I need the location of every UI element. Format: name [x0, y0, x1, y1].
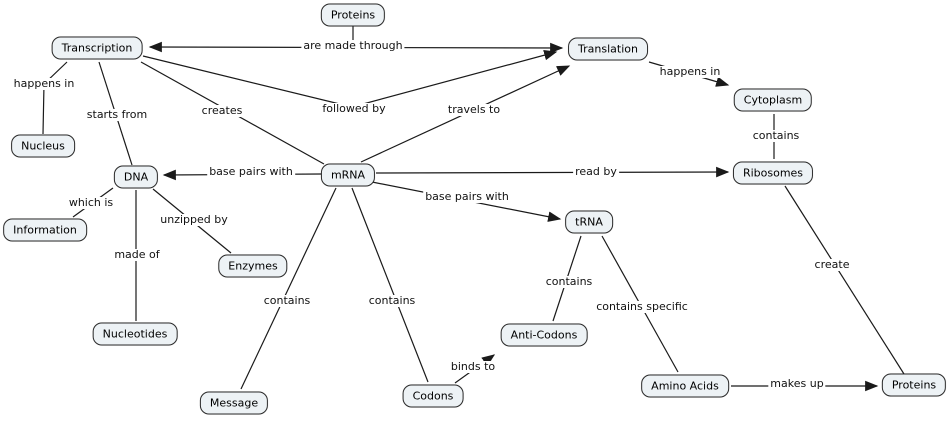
concept-information[interactable]: Information [3, 218, 87, 242]
concept-nucleotides[interactable]: Nucleotides [92, 322, 178, 346]
linking-phrase-happens-in-nucleus[interactable]: happens in [11, 77, 77, 90]
linking-phrase-starts-from[interactable]: starts from [84, 108, 150, 121]
linking-phrase-followed-by[interactable]: followed by [320, 102, 388, 115]
linking-phrase-create[interactable]: create [812, 258, 852, 271]
linking-phrase-read-by[interactable]: read by [573, 165, 619, 178]
linking-phrase-contains-ribosomes[interactable]: contains [750, 129, 802, 142]
concept-dna[interactable]: DNA [113, 165, 159, 189]
linking-phrase-travels-to[interactable]: travels to [445, 103, 503, 116]
concept-cytoplasm[interactable]: Cytoplasm [733, 88, 813, 112]
linking-phrase-makes-up[interactable]: makes up [768, 377, 826, 390]
concept-ribosomes[interactable]: Ribosomes [732, 161, 814, 185]
linking-phrase-contains-codons[interactable]: contains [366, 294, 418, 307]
concept-proteins-top[interactable]: Proteins [320, 3, 386, 27]
linking-phrase-base-pairs-with-trna[interactable]: base pairs with [423, 190, 511, 203]
linking-phrase-contains-message[interactable]: contains [261, 294, 313, 307]
concept-codons[interactable]: Codons [402, 384, 464, 408]
linking-phrase-made-of[interactable]: made of [112, 248, 162, 261]
concept-transcription[interactable]: Transcription [51, 36, 143, 60]
linking-phrase-contains-anticodons[interactable]: contains [543, 275, 595, 288]
concept-translation[interactable]: Translation [568, 37, 648, 61]
concept-enzymes[interactable]: Enzymes [218, 254, 288, 278]
linking-phrase-happens-in-cytoplasm[interactable]: happens in [657, 65, 723, 78]
linking-phrase-contains-specific[interactable]: contains specific [594, 300, 690, 313]
linking-phrase-which-is[interactable]: which is [66, 196, 116, 209]
concept-trna[interactable]: tRNA [565, 210, 613, 234]
linking-phrase-base-pairs-with-dna[interactable]: base pairs with [207, 165, 295, 178]
concept-anti-codons[interactable]: Anti-Codons [500, 323, 588, 347]
concept-proteins-bottom[interactable]: Proteins [881, 373, 947, 397]
linking-phrase-are-made-through[interactable]: are made through [301, 39, 405, 52]
linking-phrase-binds-to[interactable]: binds to [448, 360, 498, 373]
linking-phrase-creates[interactable]: creates [199, 104, 245, 117]
concept-message[interactable]: Message [199, 391, 269, 415]
linking-phrase-unzipped-by[interactable]: unzipped by [158, 213, 230, 226]
concept-mrna[interactable]: mRNA [320, 163, 376, 187]
concept-nucleus[interactable]: Nucleus [11, 134, 75, 158]
concept-amino-acids[interactable]: Amino Acids [641, 374, 729, 398]
